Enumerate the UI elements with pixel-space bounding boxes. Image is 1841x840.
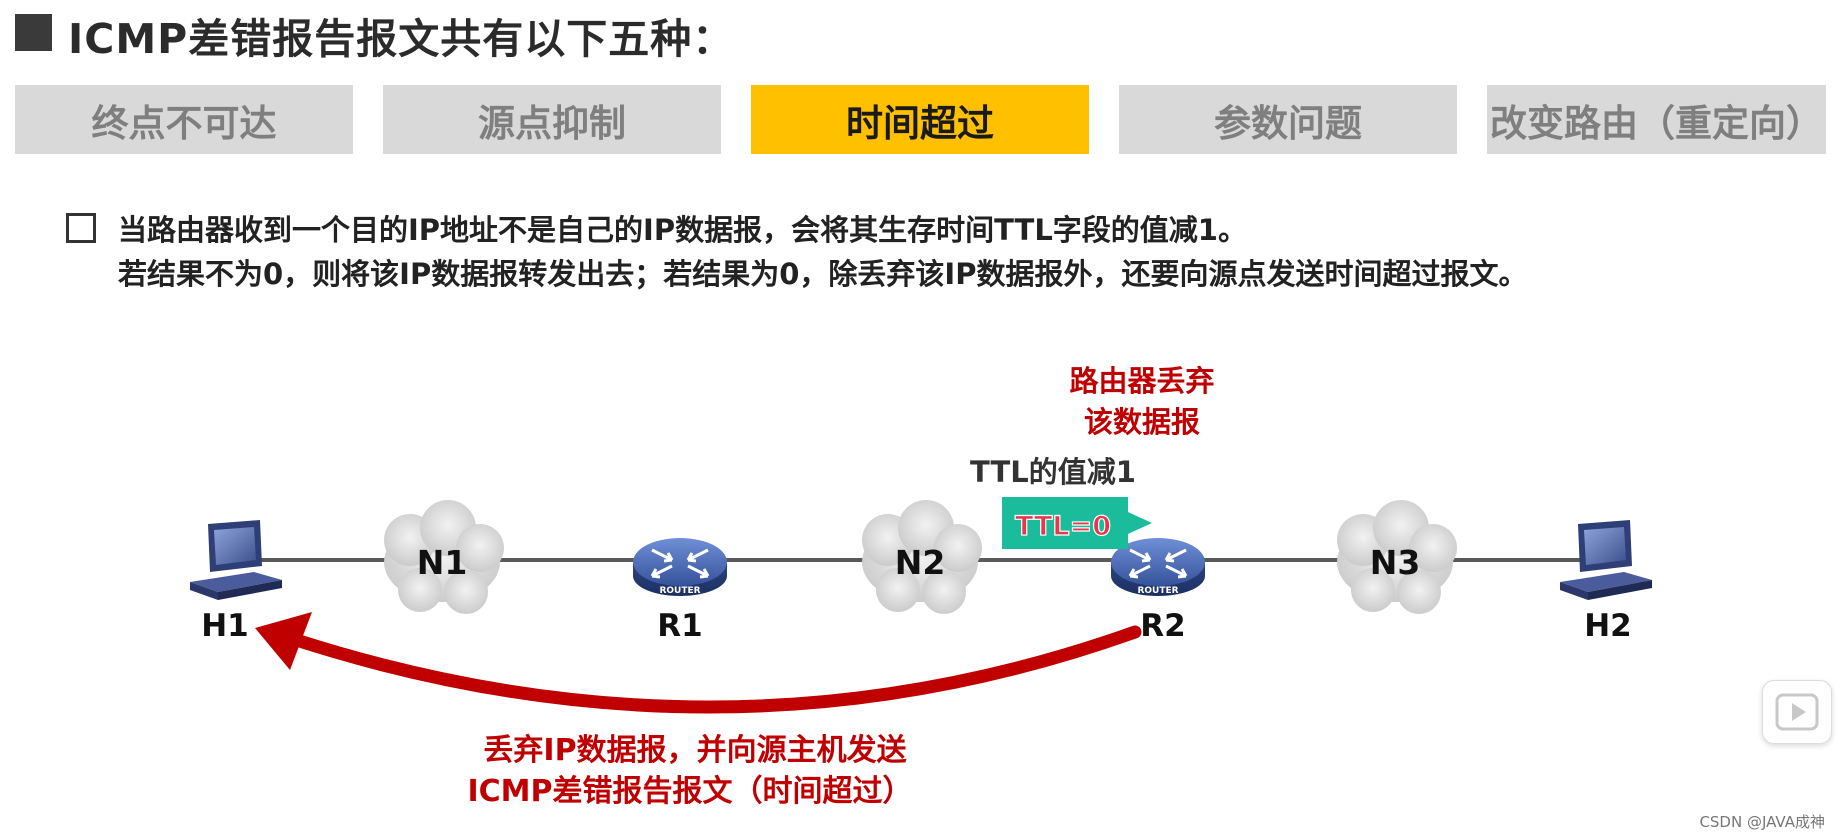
router-r2-icon: ROUTER	[1111, 538, 1205, 596]
label-r2: R2	[1140, 608, 1185, 644]
checkbox-bullet-icon	[66, 213, 96, 243]
drop-note-line-1: 路由器丢弃	[1069, 364, 1214, 398]
ttl-packet-arrow	[1002, 497, 1152, 549]
drop-note-line-2: 该数据报	[1084, 405, 1200, 439]
return-note-line-1: 丢弃IP数据报，并向源主机发送	[483, 733, 906, 768]
label-r1: R1	[657, 608, 702, 644]
title-square-icon	[15, 14, 52, 51]
ttl-packet-label: TTL=0	[1015, 511, 1111, 542]
tab-source-quench[interactable]: 源点抑制	[383, 85, 721, 154]
label-n1: N1	[417, 543, 468, 582]
label-h2: H2	[1584, 608, 1632, 644]
page-title: ICMP差错报告报文共有以下五种：	[68, 15, 735, 63]
ttl-decrement-note: TTL的值减1	[970, 455, 1136, 489]
label-n3: N3	[1370, 543, 1421, 582]
network-n1-cloud-icon	[384, 500, 504, 614]
router-r1-icon: ROUTER	[633, 538, 727, 596]
video-play-button[interactable]	[1762, 680, 1832, 744]
tab-time-exceeded[interactable]: 时间超过	[751, 85, 1089, 154]
watermark-text: CSDN @JAVA成神	[1699, 813, 1825, 831]
network-n2-cloud-icon	[862, 500, 982, 614]
play-icon	[1775, 693, 1819, 731]
description-line-1: 当路由器收到一个目的IP地址不是自己的IP数据报，会将其生存时间TTL字段的值减…	[118, 213, 1247, 247]
host-h1-icon	[190, 520, 282, 600]
label-h1: H1	[201, 608, 249, 644]
description-line-2: 若结果不为0，则将该IP数据报转发出去；若结果为0，除丢弃该IP数据报外，还要向…	[118, 257, 1528, 291]
host-h2-icon	[1560, 520, 1652, 600]
label-n2: N2	[895, 543, 946, 582]
icmp-type-tabs: 终点不可达 源点抑制 时间超过 参数问题 改变路由（重定向）	[0, 85, 1841, 155]
network-n3-cloud-icon	[1337, 500, 1457, 614]
tab-destination-unreachable[interactable]: 终点不可达	[15, 85, 353, 154]
router-r1-text: ROUTER	[659, 586, 700, 596]
return-note-line-2: ICMP差错报告报文（时间超过）	[467, 774, 912, 809]
icmp-return-arrow	[255, 612, 1142, 714]
tab-parameter-problem[interactable]: 参数问题	[1119, 85, 1457, 154]
router-r2-text: ROUTER	[1137, 586, 1178, 596]
tab-redirect[interactable]: 改变路由（重定向）	[1487, 85, 1826, 154]
